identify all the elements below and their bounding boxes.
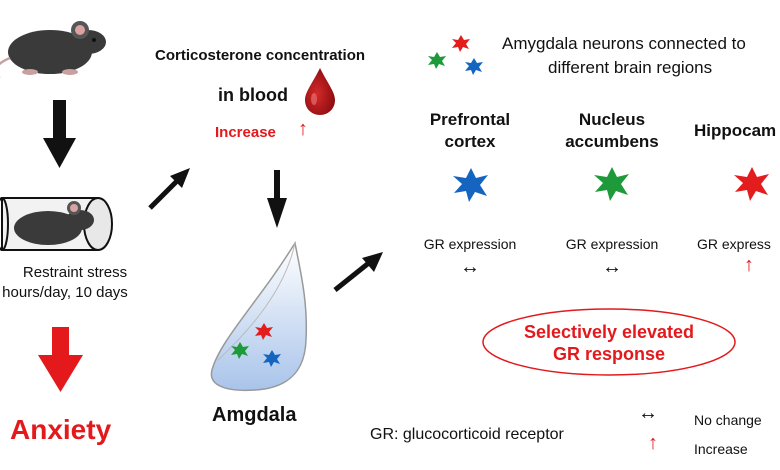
blood-title-2: in blood: [218, 85, 288, 105]
gr-label-2: GR expression: [565, 236, 659, 252]
arrow-down-red-icon: [38, 327, 83, 392]
gr-label-3: GR express: [697, 236, 771, 252]
blue-neuron-icon: [465, 58, 483, 75]
callout-line-2: GR response: [552, 344, 666, 364]
blood-change-label: Increase: [215, 124, 276, 141]
neurons-header-2: different brain regions: [548, 58, 713, 77]
blood-drop-icon: [305, 68, 335, 115]
green-neuron-icon: [428, 52, 446, 69]
mouse-icon: [0, 21, 106, 78]
neurons-header-1: Amygdala neurons connected to: [502, 34, 746, 53]
red-neuron-icon: [452, 35, 470, 52]
legend-no-change-label: No change: [694, 412, 762, 428]
red-neuron-icon: [734, 167, 769, 201]
stress-label-1: Restraint stress: [22, 264, 128, 281]
no-change-arrow-icon: ↔: [638, 402, 658, 424]
no-change-arrow-icon: ↔: [602, 256, 622, 278]
gr-label-1: GR expression: [423, 236, 517, 252]
increase-arrow-icon: ↑: [298, 118, 308, 140]
increase-arrow-icon: ↑: [648, 432, 658, 454]
blood-title-1: Corticosterone concentration: [155, 47, 366, 64]
restraint-tube-icon: [0, 197, 113, 251]
arrow-diagonal-icon: [148, 168, 190, 210]
blue-neuron-icon: [453, 168, 488, 202]
arrow-diagonal-icon: [333, 252, 383, 292]
arrow-down-icon: [43, 100, 76, 168]
region-name-1: Prefrontal: [429, 110, 511, 129]
gr-definition: GR: glucocorticoid receptor: [370, 426, 564, 443]
anxiety-label: Anxiety: [10, 414, 112, 445]
amygdala-label: Amgdala: [212, 404, 297, 426]
no-change-arrow-icon: ↔: [460, 256, 480, 278]
legend-increase-label: Increase: [694, 441, 748, 457]
region-name-1b: cortex: [444, 132, 496, 151]
callout-ellipse: [482, 308, 736, 376]
green-neuron-icon: [594, 167, 629, 201]
region-name-2: Nucleus: [578, 110, 646, 129]
arrow-down-icon: [267, 170, 287, 228]
stress-label-2: hours/day, 10 days: [2, 284, 128, 301]
region-name-3: Hippocam: [694, 121, 777, 140]
callout-line-1: Selectively elevated: [523, 322, 695, 342]
amygdala-shape: [210, 240, 308, 392]
increase-arrow-icon: ↑: [744, 254, 754, 276]
region-name-2b: accumbens: [565, 132, 659, 151]
